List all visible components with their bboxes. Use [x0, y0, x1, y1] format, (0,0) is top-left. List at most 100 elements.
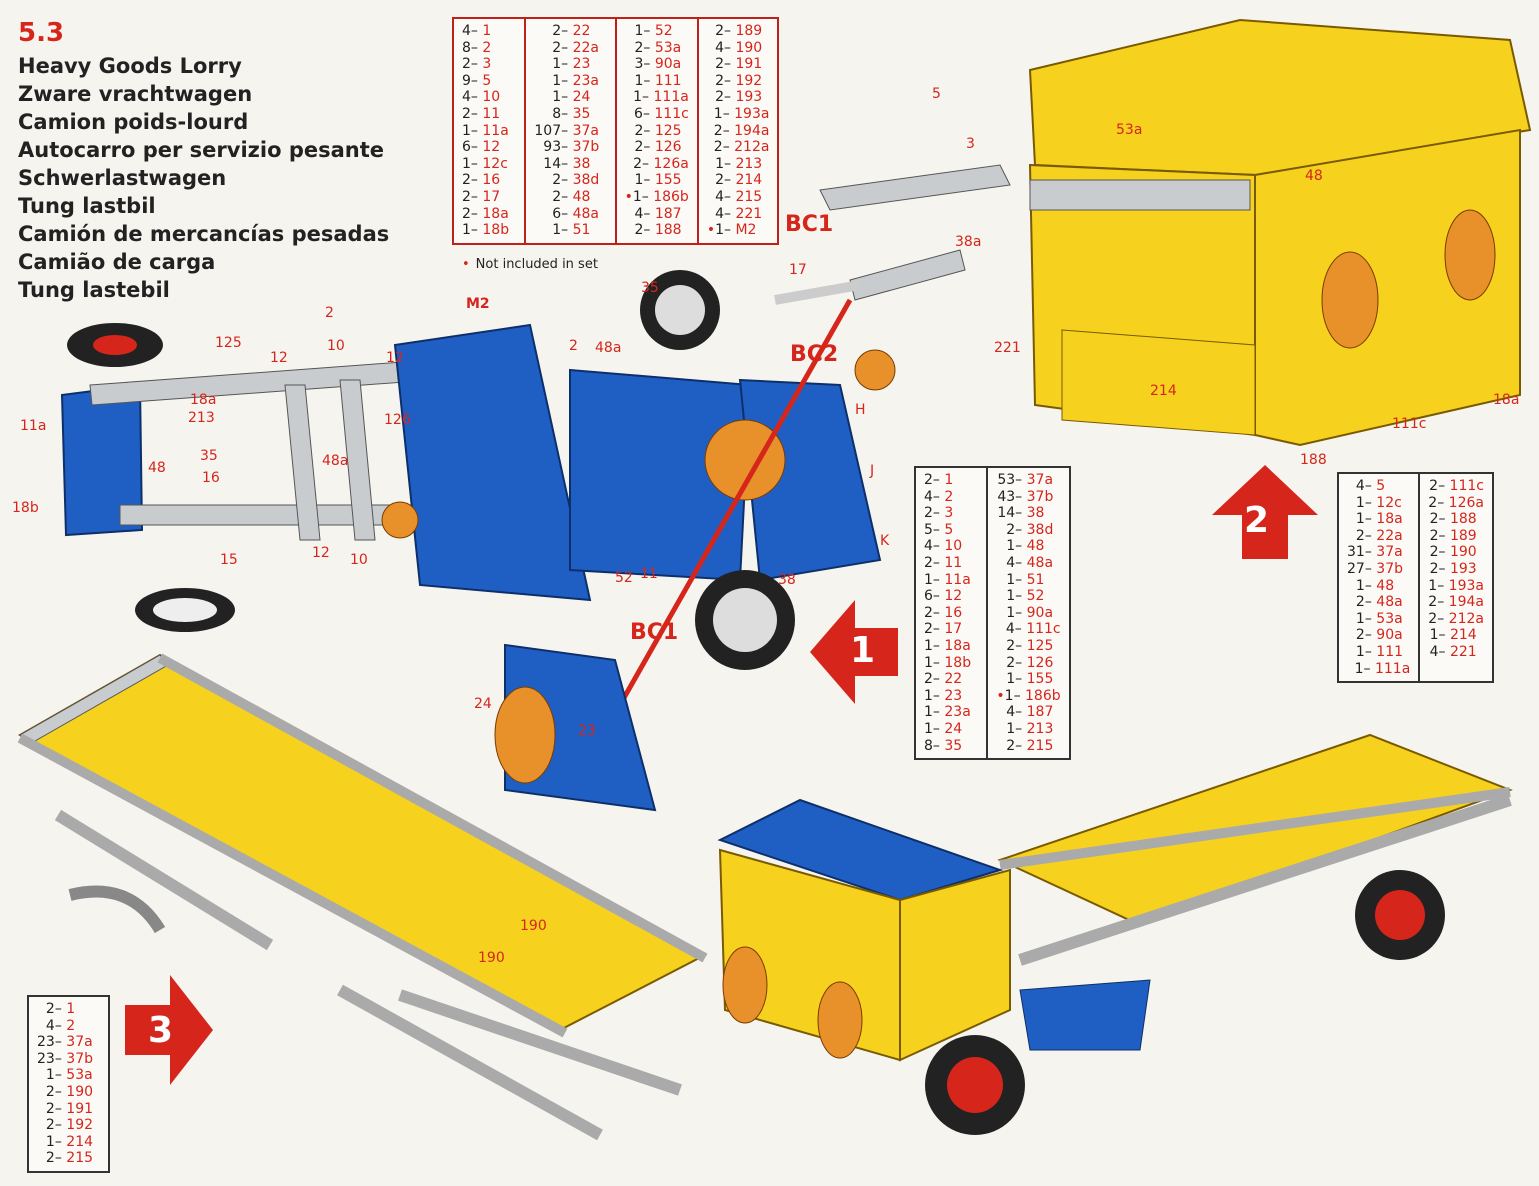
part-number: 22a: [572, 39, 599, 56]
dash: –: [470, 172, 483, 189]
dash: –: [1364, 610, 1377, 627]
parts-row: 2– 193: [707, 89, 770, 106]
dash: –: [1364, 560, 1377, 577]
title-pt: Camião de carga: [18, 250, 216, 274]
parts-row: 2– 17: [462, 189, 516, 206]
part-quantity: 1: [462, 155, 471, 172]
parts-row: 2– 194a: [1428, 594, 1484, 611]
part-quantity: 1: [924, 687, 933, 704]
part-quantity: 2: [45, 1117, 55, 1134]
dash: –: [932, 637, 945, 654]
part-number: 2: [482, 39, 492, 56]
part-quantity: 2: [462, 205, 471, 222]
dash: –: [932, 621, 945, 638]
part-quantity: 4: [715, 205, 724, 222]
dash: –: [932, 687, 945, 704]
parts-row: 1– 213: [707, 156, 770, 173]
parts-row: 1– 214: [37, 1134, 100, 1151]
part-quantity: 4: [1006, 704, 1016, 721]
dash: –: [561, 172, 573, 189]
parts-row: 2– 126a: [1428, 495, 1484, 512]
parts-row: 8– 35: [924, 738, 978, 755]
part-label: K: [880, 533, 890, 549]
part-quantity: 1: [924, 720, 933, 737]
parts-row: 4– 221: [707, 206, 770, 223]
parts-row: 1– 11a: [924, 572, 978, 589]
callout-bc2: BC2: [790, 342, 839, 367]
dash: –: [1015, 737, 1027, 754]
parts-row: 2– 53a: [625, 40, 689, 57]
parts-row: 1– 18b: [924, 655, 978, 672]
dash: –: [561, 122, 573, 139]
parts-row: 23– 37a: [37, 1034, 100, 1051]
part-quantity: 1: [634, 23, 644, 39]
part-number: 51: [572, 222, 591, 239]
part-number: 187: [654, 205, 682, 222]
part-number: 221: [1449, 643, 1477, 660]
part-quantity: 2: [715, 172, 724, 189]
parts-row: 1– 111: [1347, 644, 1410, 661]
part-quantity: 2: [1429, 478, 1439, 494]
dash: –: [1438, 478, 1450, 494]
parts-row: 2– 189: [707, 23, 770, 40]
dash: –: [54, 1100, 67, 1117]
part-number: 52: [654, 23, 673, 39]
part-quantity: 2: [1429, 544, 1439, 561]
part-number: 18a: [1376, 511, 1403, 528]
dash: –: [1015, 538, 1027, 555]
parts-row: 1– 155: [996, 671, 1060, 688]
dash: –: [932, 720, 945, 737]
part-quantity: 6: [924, 588, 933, 605]
part-quantity: 107: [534, 122, 562, 139]
dash: –: [932, 488, 945, 505]
part-quantity: 2: [715, 72, 724, 89]
part-number: 126a: [653, 155, 689, 172]
part-label: 12: [270, 350, 288, 366]
part-quantity: 2: [1428, 594, 1438, 611]
part-number: 18a: [482, 205, 509, 222]
parts-row: 1– 52: [625, 23, 689, 40]
part-label: 3: [966, 136, 975, 152]
step-3-arrow: [125, 975, 213, 1085]
part-number: 24: [572, 89, 591, 106]
dash: –: [643, 23, 655, 39]
part-label: 38a: [955, 234, 982, 250]
part-number: 5: [1376, 478, 1386, 494]
part-label: 35: [641, 280, 659, 296]
part-label: 48a: [595, 340, 622, 356]
part-number: 22: [572, 23, 591, 39]
part-number: 38d: [572, 172, 600, 189]
part-number: 213: [735, 155, 763, 172]
part-number: 10: [482, 89, 501, 106]
parts-row: 1– 12c: [462, 156, 516, 173]
callout-bc1-bottom: BC1: [630, 620, 679, 645]
part-number: 38: [1026, 505, 1045, 522]
part-quantity: 23: [37, 1034, 55, 1051]
part-quantity: 4: [1355, 478, 1365, 494]
part-number: 191: [735, 56, 763, 73]
part-number: 11: [482, 105, 501, 122]
dash: –: [470, 155, 483, 172]
parts-row: 4– 190: [707, 40, 770, 57]
part-quantity: 1: [1006, 604, 1016, 621]
parts-row: 1– 18a: [1347, 511, 1410, 528]
part-number: 53a: [654, 39, 682, 56]
parts-row: 2– 126a: [625, 156, 689, 173]
part-number: 38: [572, 155, 591, 172]
dash: –: [561, 105, 573, 122]
part-quantity: 2: [634, 222, 644, 239]
parts-row: 1– 51: [996, 572, 1060, 589]
part-quantity: 1: [924, 571, 933, 588]
part-number: 3: [944, 505, 954, 522]
part-number: 126a: [1448, 494, 1484, 511]
parts-row: 2– 11: [462, 106, 516, 123]
dash: –: [470, 23, 483, 39]
part-quantity: 2: [552, 172, 562, 189]
dash: –: [643, 56, 655, 73]
parts-row: 2– 17: [924, 621, 978, 638]
part-number: 186b: [1025, 687, 1061, 704]
parts-row: 4– 10: [462, 89, 516, 106]
dash: –: [1438, 560, 1450, 577]
